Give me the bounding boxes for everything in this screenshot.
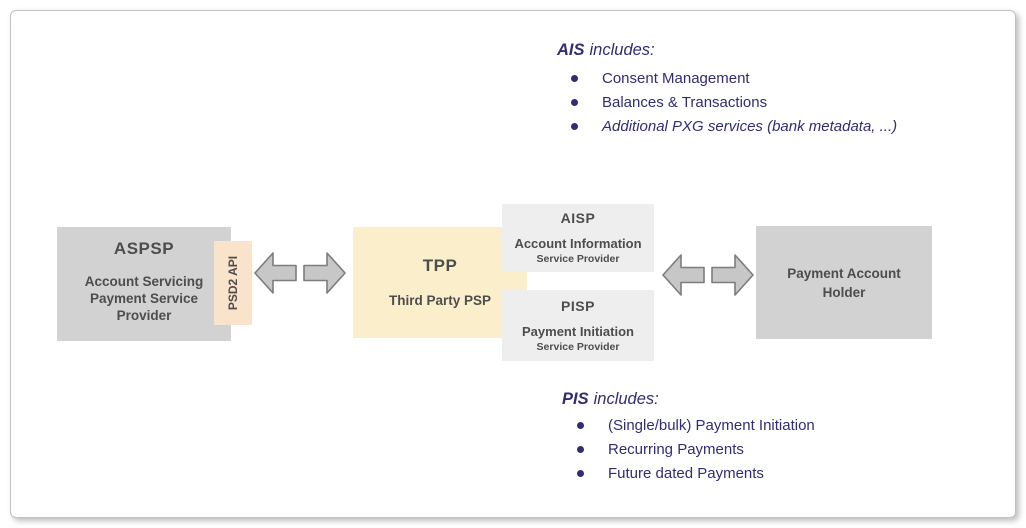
psd2-api-box: PSD2 API — [214, 241, 252, 325]
aisp-box: AISP Account Information Service Provide… — [502, 204, 654, 272]
left-arrow-icon — [254, 252, 297, 294]
bidirectional-arrow-icon — [662, 254, 754, 296]
pis-keyword: PIS — [562, 390, 589, 408]
aspsp-acronym: ASPSP — [113, 239, 175, 258]
bullet-icon — [571, 74, 578, 82]
bullet-icon — [577, 445, 584, 453]
aisp-role: Service Provider — [536, 253, 620, 265]
pis-item-label: Recurring Payments — [608, 440, 744, 458]
left-arrow-icon — [662, 254, 705, 296]
list-item: Additional PXG services (bank metadata, … — [571, 114, 897, 138]
tpp-acronym: TPP — [422, 256, 458, 275]
aspsp-name: Account Servicing Payment Service Provid… — [84, 274, 204, 323]
bidirectional-arrow-icon — [254, 252, 346, 294]
ais-heading-rest: includes: — [589, 41, 655, 59]
ais-item-label: Balances & Transactions — [602, 93, 768, 111]
ais-bullet-list: Consent Management Balances & Transactio… — [571, 66, 897, 138]
bullet-icon — [571, 98, 578, 106]
list-item: Recurring Payments — [577, 437, 815, 461]
pisp-name: Payment Initiation — [522, 323, 634, 339]
list-item: Future dated Payments — [577, 461, 815, 485]
aisp-acronym: AISP — [560, 210, 596, 226]
payment-account-holder-name: Payment Account Holder — [787, 265, 901, 300]
right-arrow-icon — [711, 254, 754, 296]
pisp-box: PISP Payment Initiation Service Provider — [502, 290, 654, 361]
pis-item-label: (Single/bulk) Payment Initiation — [608, 416, 815, 434]
psd2-api-label: PSD2 API — [226, 255, 240, 311]
list-item: (Single/bulk) Payment Initiation — [577, 413, 815, 437]
tpp-name: Third Party PSP — [388, 293, 492, 308]
pis-heading-rest: includes: — [593, 390, 659, 408]
aisp-name: Account Information — [514, 236, 642, 251]
list-item: Consent Management — [571, 66, 897, 90]
payment-account-holder-box: Payment Account Holder — [756, 226, 932, 339]
pis-item-label: Future dated Payments — [608, 464, 764, 482]
ais-item-label: Consent Management — [602, 69, 750, 87]
bullet-icon — [577, 469, 584, 477]
bullet-icon — [571, 122, 578, 130]
pisp-role: Service Provider — [536, 340, 620, 353]
bullet-icon — [577, 421, 584, 429]
pisp-acronym: PISP — [561, 297, 595, 314]
aspsp-box: ASPSP Account Servicing Payment Service … — [57, 227, 231, 341]
ais-item-label: Additional PXG services (bank metadata, … — [602, 117, 898, 135]
pis-bullet-list: (Single/bulk) Payment Initiation Recurri… — [577, 413, 815, 485]
right-arrow-icon — [303, 252, 346, 294]
ais-keyword: AIS — [557, 41, 585, 59]
tpp-box: TPP Third Party PSP — [353, 227, 527, 338]
list-item: Balances & Transactions — [571, 90, 897, 114]
